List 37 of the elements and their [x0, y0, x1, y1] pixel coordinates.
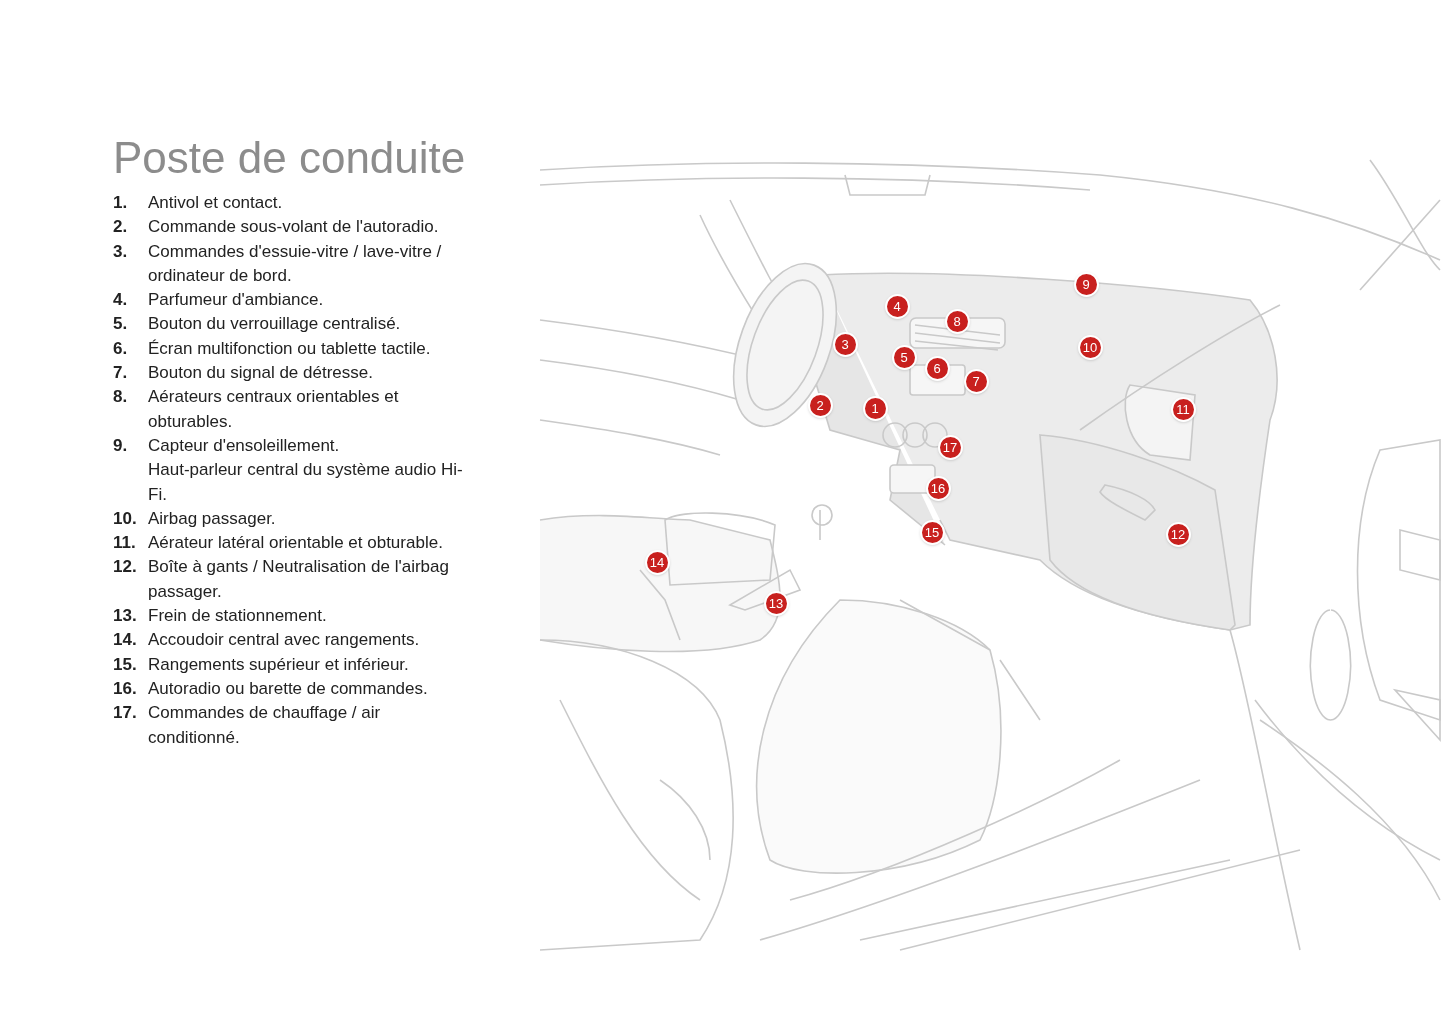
list-number: 4.	[113, 289, 129, 312]
callout-number: 9	[1073, 271, 1099, 297]
list-item-text: Airbag passager.	[148, 507, 277, 530]
list-item-text: Rangements supérieur et inférieur.	[148, 653, 410, 676]
list-number: 5.	[113, 313, 129, 336]
list-number: 9.	[113, 434, 129, 457]
list-number: 15.	[113, 653, 138, 676]
list-number: 3.	[113, 240, 129, 263]
list-number: 10.	[113, 507, 138, 530]
page-title: Poste de conduite	[113, 132, 466, 184]
list-number: 13.	[113, 605, 138, 628]
list-item-text: Écran multifonction ou tablette tactile.	[148, 337, 432, 360]
list-number: 14.	[113, 629, 138, 652]
list-item-text: Autoradio ou barette de commandes.	[148, 677, 429, 700]
list-item-text: Commande sous-volant de l'autoradio.	[148, 216, 440, 239]
list-number: 1.	[113, 192, 129, 214]
list-number: 11.	[113, 532, 137, 555]
list-item-text: Haut-parleur central du système audio Hi-Fi.	[148, 459, 464, 506]
list-number: 7.	[113, 362, 129, 385]
list-number: 16.	[113, 677, 138, 700]
list-item-text: Antivol et contact.	[148, 192, 284, 214]
list-item-text: Bouton du verrouillage centralisé.	[148, 313, 402, 336]
list-item-text: Bouton du signal de détresse.	[148, 362, 374, 385]
list-item-text: Aérateurs centraux orientables et obturables.	[148, 386, 400, 433]
list-number: 2.	[113, 216, 129, 239]
list-item-text: Boîte à gants / Neutralisation de l'airbag passager.	[148, 556, 450, 603]
list-item-text: Parfumeur d'ambiance.	[148, 289, 325, 312]
list-item-text: Commandes d'essuie-vitre / lave-vitre / ordinateur de bord.	[148, 240, 443, 287]
list-item-text: Capteur d'ensoleillement.	[148, 434, 341, 457]
list-item-text: Accoudoir central avec rangements.	[148, 629, 421, 652]
list-item-text: Commandes de chauffage / air conditionné.	[148, 702, 382, 749]
list-number: 6.	[113, 337, 129, 360]
list-item-text: Aérateur latéral orientable et obturable.	[148, 532, 444, 555]
list-number: 8.	[113, 386, 129, 409]
list-item-text: Frein de stationnement.	[148, 605, 328, 628]
list-number: 12.	[113, 556, 138, 579]
list-number: 17.	[113, 702, 138, 725]
